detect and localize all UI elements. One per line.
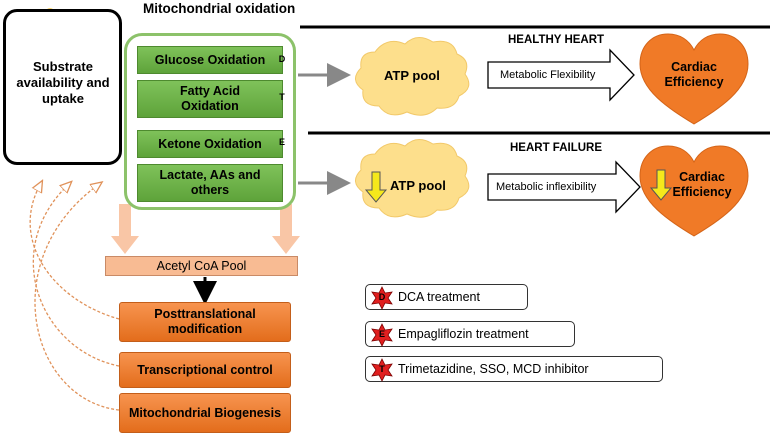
legend-empagliflozin-badge: E <box>378 329 385 339</box>
legend-trimetazidine-text: Trimetazidine, SSO, MCD inhibitor <box>398 362 589 376</box>
healthy-atp-label: ATP pool <box>384 68 440 83</box>
glucose-badge-letter: D <box>278 54 286 64</box>
healthy-heart-label: Cardiac Efficiency <box>664 60 724 89</box>
failure-atp-cloud <box>355 139 470 218</box>
atp-decrease-arrow-icon <box>364 171 388 203</box>
metabolic-inflexibility-arrow <box>487 160 641 214</box>
ketone-badge-letter: E <box>278 137 285 147</box>
legend-dca-text: DCA treatment <box>398 290 480 304</box>
legend-trimetazidine-badge: T <box>379 364 385 374</box>
pathway-fatty-acid: Fatty Acid Oxidation <box>137 80 283 118</box>
legend-star-icon <box>371 323 393 347</box>
feedback-arrows <box>29 185 120 411</box>
metabolic-flexibility-arrow <box>487 48 635 102</box>
substrate-label: Substrate availability and uptake <box>16 59 110 106</box>
legend-dca: D DCA treatment <box>365 284 528 310</box>
legend-star-icon <box>371 286 393 310</box>
legend-trimetazidine: T Trimetazidine, SSO, MCD inhibitor <box>365 356 663 382</box>
failure-arrow-label: Metabolic inflexibility <box>496 181 597 193</box>
left-to-acetyl-arrow <box>111 204 139 254</box>
pathway-lactate: Lactate, AAs and others <box>137 164 283 202</box>
efficiency-decrease-arrow-icon <box>649 169 673 201</box>
legend-empagliflozin-text: Empagliflozin treatment <box>398 327 529 341</box>
substrate-panel <box>3 9 122 165</box>
acetyl-coa-pool: Acetyl CoA Pool <box>105 256 298 276</box>
failure-title: HEART FAILURE <box>510 142 602 154</box>
healthy-title: HEALTHY HEART <box>508 34 605 46</box>
pathway-ketone: Ketone Oxidation <box>137 130 283 158</box>
pathway-glucose: Glucose Oxidation <box>137 46 283 74</box>
failure-heart-label: Cardiac Efficiency <box>672 170 732 199</box>
legend-empagliflozin: E Empagliflozin treatment <box>365 321 575 347</box>
fatty-badge-letter: T <box>279 92 285 102</box>
healthy-atp-cloud <box>355 37 470 116</box>
transcriptional-box: Transcriptional control <box>119 352 291 388</box>
legend-dca-badge: D <box>378 292 386 302</box>
biogenesis-box: Mitochondrial Biogenesis <box>119 393 291 433</box>
healthy-heart-shape <box>639 33 749 125</box>
right-to-acetyl-arrow <box>272 204 300 254</box>
mito-title: Mitochondrial oxidation <box>143 1 296 16</box>
failure-heart-shape <box>639 145 749 237</box>
healthy-arrow-label: Metabolic Flexibility <box>500 69 596 81</box>
legend-star-icon <box>371 358 393 382</box>
failure-atp-label: ATP pool <box>390 178 446 193</box>
posttranslational-box: Posttranslational modification <box>119 302 291 342</box>
